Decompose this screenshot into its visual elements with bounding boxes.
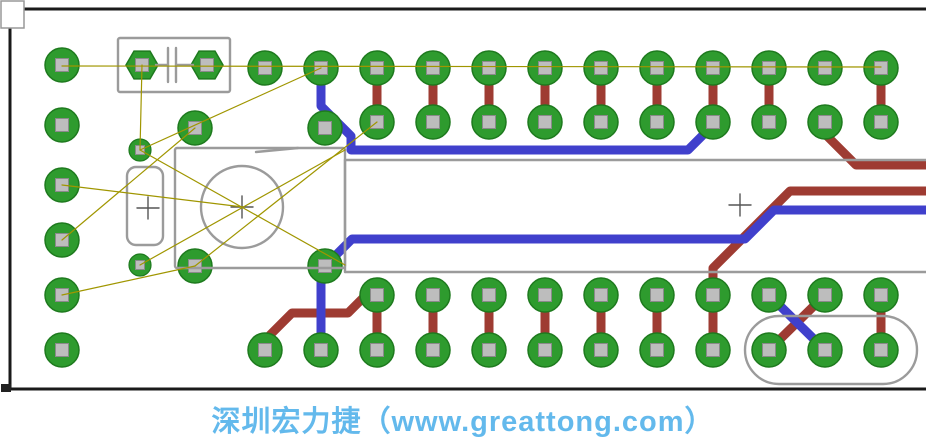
pad-hole bbox=[874, 288, 888, 302]
airwire bbox=[61, 184, 244, 208]
pad-hole bbox=[370, 343, 384, 357]
pad-hole bbox=[874, 61, 888, 75]
pad-hole bbox=[594, 288, 608, 302]
pad-hole bbox=[55, 343, 69, 357]
pad-hole bbox=[594, 61, 608, 75]
pad-hole bbox=[426, 343, 440, 357]
corner-handle bbox=[1, 384, 11, 392]
watermark-text: 深圳宏力捷（www.greattong.com） bbox=[211, 405, 715, 438]
pad-hole bbox=[258, 343, 272, 357]
pad-hole bbox=[55, 118, 69, 132]
frame-layer bbox=[0, 0, 926, 392]
pad-hole bbox=[706, 115, 720, 129]
pad-hole bbox=[426, 115, 440, 129]
airwire bbox=[61, 127, 196, 241]
pad-hole bbox=[426, 288, 440, 302]
pad-hole bbox=[370, 61, 384, 75]
pad-hole bbox=[482, 115, 496, 129]
pad-hole bbox=[200, 58, 214, 72]
pad-hole bbox=[482, 288, 496, 302]
pad-hole bbox=[650, 115, 664, 129]
airwire bbox=[194, 121, 378, 267]
airwire bbox=[61, 265, 196, 296]
pad-hole bbox=[594, 343, 608, 357]
pad-hole bbox=[318, 259, 332, 273]
pad-hole bbox=[874, 343, 888, 357]
pad-hole bbox=[594, 115, 608, 129]
pad-hole bbox=[538, 115, 552, 129]
pad-hole bbox=[818, 288, 832, 302]
small-component-outline bbox=[125, 165, 165, 247]
pad-hole bbox=[874, 115, 888, 129]
pcb-canvas bbox=[0, 0, 926, 392]
pad-hole bbox=[55, 58, 69, 72]
pad-hole bbox=[650, 288, 664, 302]
pcb-layout-image bbox=[0, 0, 926, 392]
pad-hole bbox=[370, 288, 384, 302]
pad-hole bbox=[818, 61, 832, 75]
airwires-layer bbox=[61, 64, 882, 296]
corner-handle bbox=[0, 0, 25, 29]
pad-hole bbox=[818, 115, 832, 129]
pad-hole bbox=[482, 61, 496, 75]
airwire bbox=[61, 65, 882, 68]
pad-hole bbox=[762, 61, 776, 75]
pad-hole bbox=[314, 343, 328, 357]
pad-hole bbox=[538, 288, 552, 302]
connector-outline bbox=[743, 314, 919, 386]
pad-hole bbox=[650, 61, 664, 75]
pad-hole bbox=[538, 61, 552, 75]
pad-hole bbox=[318, 121, 332, 135]
airwire bbox=[139, 67, 322, 151]
pad-hole bbox=[762, 343, 776, 357]
pad-hole bbox=[706, 288, 720, 302]
pad-hole bbox=[482, 343, 496, 357]
capacitor-outline bbox=[116, 36, 232, 94]
pad-hole bbox=[818, 343, 832, 357]
pad-hole bbox=[706, 61, 720, 75]
button-circle bbox=[199, 164, 285, 250]
blue-trace bbox=[316, 205, 926, 355]
pad-hole bbox=[706, 343, 720, 357]
component-outline-line bbox=[254, 146, 300, 154]
pad-hole bbox=[426, 61, 440, 75]
pad-hole bbox=[762, 288, 776, 302]
pad-hole bbox=[762, 115, 776, 129]
pad-hole bbox=[650, 343, 664, 357]
pad-hole bbox=[258, 61, 272, 75]
airwire bbox=[139, 64, 143, 151]
pad-hole bbox=[538, 343, 552, 357]
